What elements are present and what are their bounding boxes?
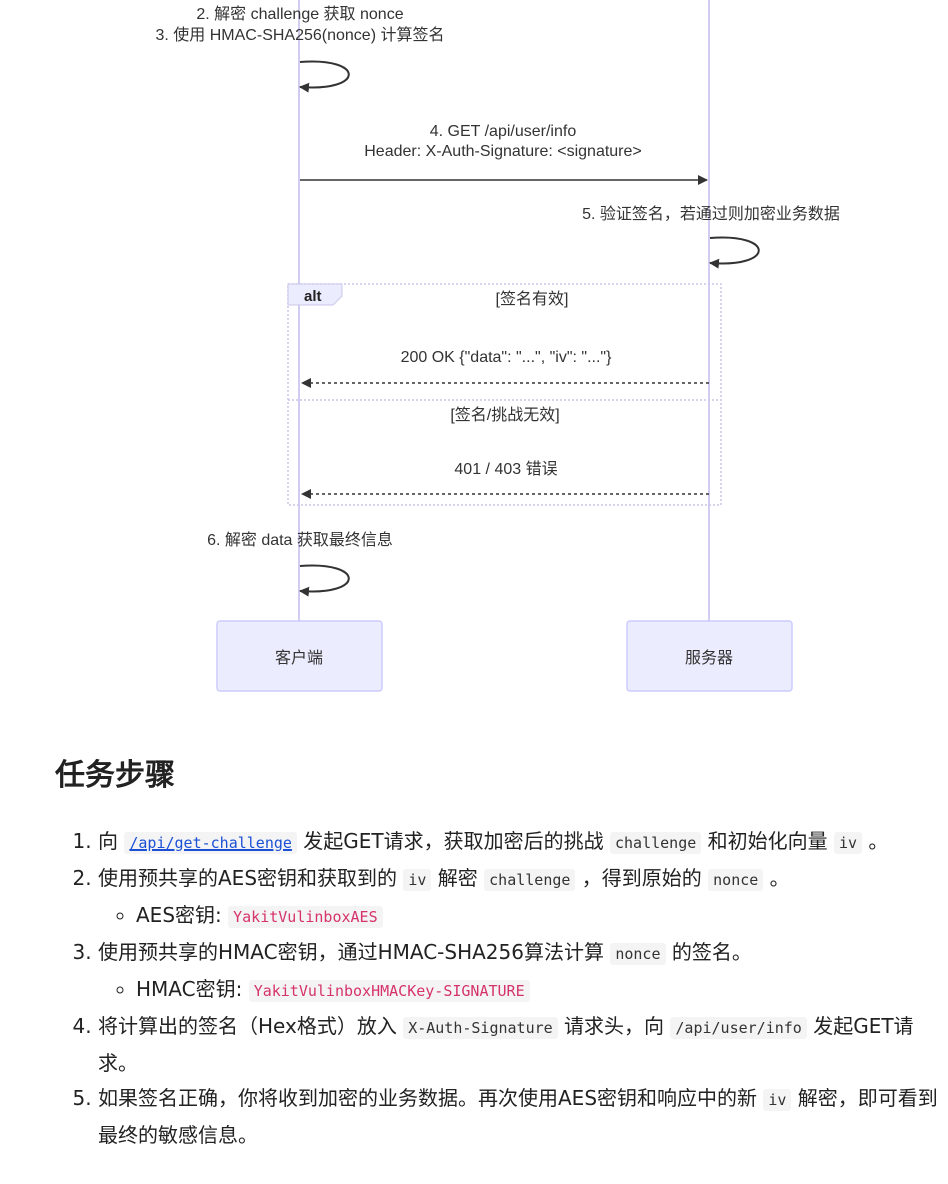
sub-list: AES密钥: YakitVulinboxAES (98, 898, 948, 935)
hmac-key-value: YakitVulinboxHMACKey-SIGNATURE (248, 980, 530, 1002)
step-text: 发起GET请求，获取加密后的挑战 (296, 829, 610, 853)
message-6-label: 6. 解密 data 获取最终信息 (207, 531, 393, 549)
message-5-label: 5. 验证签名，若通过则加密业务数据 (582, 205, 840, 223)
message-2-label: 2. 解密 challenge 获取 nonce (196, 5, 403, 23)
list-item: 将计算出的签名（Hex格式）放入 X-Auth-Signature 请求头，向 … (98, 1009, 948, 1081)
hmac-key-label: HMAC密钥: (136, 977, 249, 1001)
inline-code: challenge (484, 869, 576, 891)
aes-key-value: YakitVulinboxAES (228, 906, 383, 928)
message-4-label: 4. GET /api/user/info (430, 123, 577, 140)
condition-invalid: [签名/挑战无效] (450, 406, 559, 424)
list-item: HMAC密钥: YakitVulinboxHMACKey-SIGNATURE (136, 972, 948, 1009)
condition-valid: [签名有效] (496, 290, 569, 308)
inline-code: /api/user/info (670, 1017, 807, 1039)
step-text: ，得到原始的 (575, 866, 709, 890)
step-text: 将计算出的签名（Hex格式）放入 (98, 1014, 404, 1038)
step-text: 和初始化向量 (701, 829, 834, 853)
message-3-label: 3. 使用 HMAC-SHA256(nonce) 计算签名 (156, 25, 445, 44)
step-text: 如果签名正确，你将收到加密的业务数据。再次使用AES密钥和响应中的新 (98, 1086, 764, 1110)
inline-code: iv (834, 832, 863, 854)
response-200-label: 200 OK {"data": "...", "iv": "..."} (401, 349, 613, 366)
alt-frame (287, 283, 722, 506)
step-text: 的签名。 (665, 940, 752, 964)
challenge-endpoint-link[interactable]: /api/get-challenge (124, 829, 297, 854)
sequence-diagram: 2. 解密 challenge 获取 nonce 3. 使用 HMAC-SHA2… (156, 0, 840, 692)
inline-code: nonce (708, 869, 764, 891)
participant-server-box (626, 620, 793, 692)
self-loop-arrow-server (709, 236, 760, 269)
inline-code: challenge (610, 832, 702, 854)
alt-tag-box (287, 283, 343, 306)
participant-client-box (216, 620, 383, 692)
step-text: 向 (98, 829, 125, 853)
steps-list: 向 /api/get-challenge 发起GET请求，获取加密后的挑战 ch… (70, 824, 948, 1153)
step-text: 解密 (431, 866, 485, 890)
step-text: 。 (763, 866, 790, 890)
participant-server-label: 服务器 (685, 649, 733, 667)
response-401-label: 401 / 403 错误 (454, 460, 557, 478)
section-title: 任务步骤 (55, 758, 175, 793)
step-text: 使用预共享的HMAC密钥，通过HMAC-SHA256算法计算 (98, 940, 611, 964)
aes-key-label: AES密钥: (136, 903, 229, 927)
inline-code: X-Auth-Signature (403, 1017, 558, 1039)
step-text: 解密，即可看到最终的敏感信息。 (98, 1086, 938, 1147)
participant-client-label: 客户端 (275, 649, 323, 667)
alt-tag-label: alt (304, 288, 322, 305)
inline-code: iv (763, 1089, 792, 1111)
step-text: 发起GET请求。 (98, 1014, 914, 1075)
list-item: 如果签名正确，你将收到加密的业务数据。再次使用AES密钥和响应中的新 iv 解密… (98, 1081, 948, 1153)
step-text: 。 (862, 829, 889, 853)
list-item: 向 /api/get-challenge 发起GET请求，获取加密后的挑战 ch… (98, 824, 948, 861)
list-item: 使用预共享的AES密钥和获取到的 iv 解密 challenge ，得到原始的 … (98, 861, 948, 935)
inline-code: iv (403, 869, 432, 891)
list-item: 使用预共享的HMAC密钥，通过HMAC-SHA256算法计算 nonce 的签名… (98, 935, 948, 1009)
inline-code: nonce (610, 943, 666, 965)
self-loop-arrow-client-2 (299, 564, 350, 597)
inline-code: /api/get-challenge (124, 832, 297, 854)
step-text: 使用预共享的AES密钥和获取到的 (98, 866, 404, 890)
self-loop-arrow-client-1 (299, 60, 350, 93)
message-4-header-label: Header: X-Auth-Signature: <signature> (364, 143, 642, 160)
sub-list: HMAC密钥: YakitVulinboxHMACKey-SIGNATURE (98, 972, 948, 1009)
step-text: 请求头，向 (557, 1014, 671, 1038)
list-item: AES密钥: YakitVulinboxAES (136, 898, 948, 935)
